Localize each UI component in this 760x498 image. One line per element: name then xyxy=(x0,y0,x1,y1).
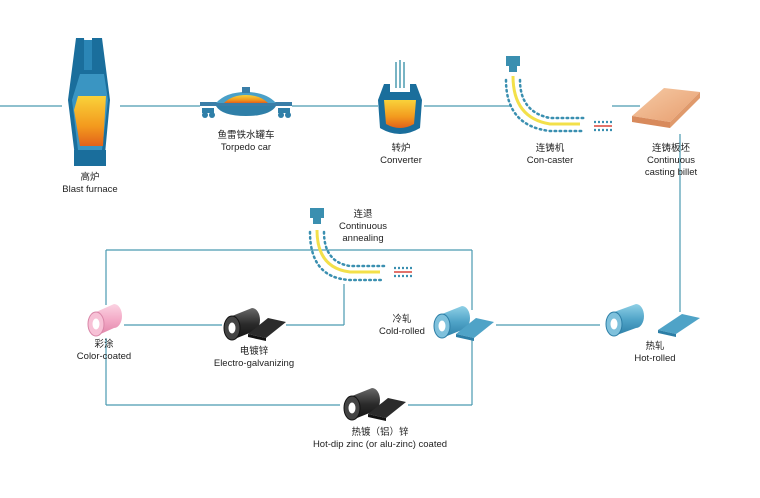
label-en-line2: casting billet xyxy=(644,167,698,178)
label-torpedo-car: 鱼雷铁水罐车 Torpedo car xyxy=(196,130,296,154)
label-cold-rolled: 冷轧 Cold-rolled xyxy=(372,314,432,338)
label-hot-dip-zinc: 热镀（铝）锌 Hot-dip zinc (or alu-zinc) coated xyxy=(290,427,470,451)
label-cn: 连退 xyxy=(353,209,373,220)
label-cn: 高炉 xyxy=(80,172,100,183)
torpedo-car-icon xyxy=(200,87,292,118)
label-en-line1: Continuous xyxy=(338,221,388,232)
label-en: Hot-dip zinc (or alu-zinc) coated xyxy=(312,439,448,450)
label-en: Color-coated xyxy=(76,351,132,362)
label-continuous-annealing: 连退 Continuous annealing xyxy=(330,209,396,245)
label-casting-billet: 连铸板坯 Continuous casting billet xyxy=(630,143,712,179)
blast-furnace-icon xyxy=(68,38,110,166)
label-con-caster: 连铸机 Con-caster xyxy=(512,143,588,167)
label-blast-furnace: 高炉 Blast furnace xyxy=(50,172,130,196)
label-cn: 彩涂 xyxy=(94,339,114,350)
electro-galvanizing-icon xyxy=(223,308,286,341)
label-en: Cold-rolled xyxy=(379,326,425,337)
label-converter: 转炉 Converter xyxy=(366,143,436,167)
label-en-line1: Continuous xyxy=(646,155,696,166)
label-en: Electro-galvanizing xyxy=(213,358,295,369)
label-cn: 鱼雷铁水罐车 xyxy=(217,130,275,141)
hot-dip-zinc-icon xyxy=(343,388,406,421)
label-cn: 连铸板坯 xyxy=(651,143,690,154)
label-cn: 电镀锌 xyxy=(239,346,269,357)
label-cn: 连铸机 xyxy=(535,143,565,154)
label-en-line2: annealing xyxy=(342,233,384,244)
label-en: Blast furnace xyxy=(62,184,118,195)
continuous-annealing-icon xyxy=(308,208,412,282)
label-en: Con-caster xyxy=(526,155,574,166)
casting-billet-icon xyxy=(632,88,700,128)
hot-rolled-coil-icon xyxy=(605,304,700,337)
label-cn: 热轧 xyxy=(645,341,665,352)
con-caster-icon xyxy=(504,56,612,133)
label-cn: 转炉 xyxy=(391,143,411,154)
label-cn: 冷轧 xyxy=(392,314,412,325)
color-coated-coil-icon xyxy=(87,304,122,337)
label-en: Hot-rolled xyxy=(634,353,676,364)
cold-rolled-coil-icon xyxy=(433,306,494,341)
label-hot-rolled: 热轧 Hot-rolled xyxy=(622,341,688,365)
converter-icon xyxy=(378,60,422,134)
connector-lines xyxy=(0,105,681,406)
label-electro-galvanizing: 电镀锌 Electro-galvanizing xyxy=(204,346,304,370)
label-color-coated: 彩涂 Color-coated xyxy=(66,339,142,363)
label-en: Converter xyxy=(380,155,422,166)
label-en: Torpedo car xyxy=(220,142,272,153)
label-cn: 热镀（铝）锌 xyxy=(351,427,409,438)
